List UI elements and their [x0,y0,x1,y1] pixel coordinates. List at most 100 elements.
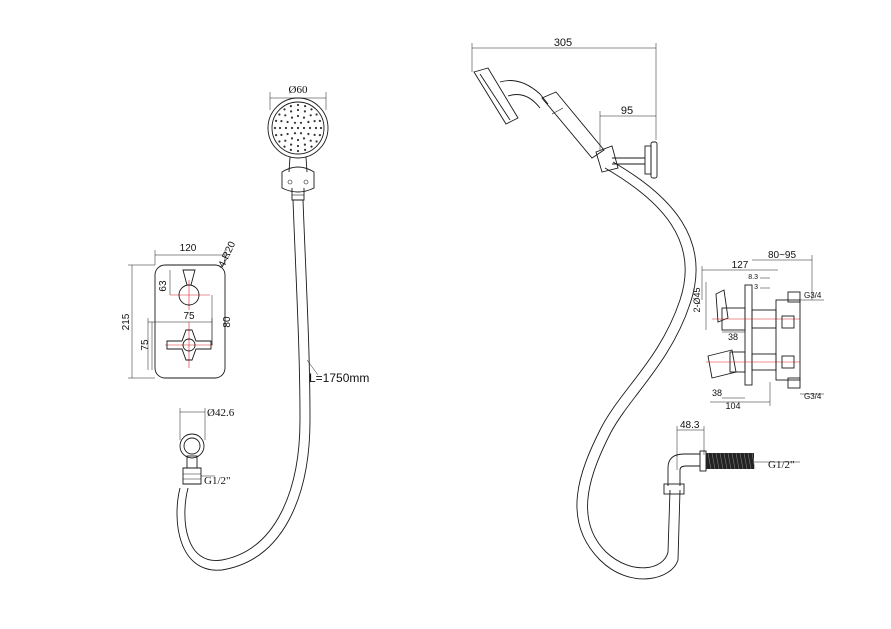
side-wall-plate [744,284,753,386]
hose-side-inner [587,161,697,569]
elbow-diameter-label: Ø42.6 [207,407,235,419]
g34-top-label: G3/4 [804,291,822,300]
nozzle-dot [290,126,294,130]
nozzle-dot [310,145,313,148]
nozzle-dot [290,116,294,119]
hose-nut [182,467,202,485]
lower-offset-label: 75 [140,339,151,351]
nozzle-dot [296,144,300,148]
nozzle-dot [284,114,287,117]
thread-hatch-line [707,452,712,470]
bracket-reach-label: 95 [621,105,633,117]
nozzle-dot [302,116,306,119]
corner-radius-label: 4-R20 [217,240,239,270]
nozzle-dot [275,134,278,137]
nozzle-dot [275,119,278,122]
nozzle-dot [296,138,300,142]
valve-plate-front: 120 4-R20 215 63 80 75 75 [121,240,239,379]
nozzle-dot [309,114,312,117]
depth-127-label: 127 [732,260,749,271]
outlet-nut [663,483,685,495]
thread-hatch-line [719,452,724,470]
nozzle-dot [313,133,316,136]
dim-104-label: 104 [725,401,740,411]
nozzle-dot [315,113,318,116]
nozzle-dot [303,143,306,146]
elbow-thread-label: G1/2" [204,475,231,487]
nozzle-dot [307,132,310,136]
nozzle-dot [296,108,300,112]
nozzle-dot [310,108,313,111]
nozzle-dot [299,132,303,135]
thread-hatch-line [727,452,732,470]
thread-hatch-line [743,452,748,470]
thread-hatch-line [735,452,740,470]
nozzle-dot [299,121,303,124]
g34-bottom-label: G3/4 [804,392,822,401]
nozzle-dot [314,126,318,130]
thread-hatch-line [711,452,716,470]
thread-hatch-line [739,452,744,470]
nozzle-dot [284,139,287,142]
wall-elbow-front: Ø42.6 G1/2" [179,407,235,487]
nozzle-dot [293,121,297,124]
nozzle-dot [283,145,286,148]
nozzle-dot [289,105,292,108]
nozzle-dot [308,126,312,130]
handle-spacing-label: 80 [222,316,233,328]
side-bracket-holder [595,145,619,173]
nozzle-dot [318,119,321,122]
hand-shower-front: Ø60 L=1750mm [176,84,369,571]
handle-span-label: 75 [183,311,195,322]
nozzle-dot [296,103,300,107]
handle-body [541,91,605,159]
nozzle-dot [293,132,297,135]
nozzle-dot [303,110,306,113]
dim-8-3-label: 8.3 [748,274,758,281]
plate-width-label: 120 [180,243,197,254]
nozzle-dot [304,105,307,108]
nozzle-dot [273,126,277,130]
thread-hatch-line [715,452,720,470]
nozzle-dot [283,108,286,111]
thread-hatch-line [723,452,728,470]
nozzle-dot [286,132,289,136]
shower-head [267,97,329,159]
nozzle-dot [315,140,318,143]
upper-lever-handle [182,269,196,286]
valve-plate [154,264,226,379]
nozzle-dot [309,139,312,142]
total-reach-label: 305 [554,37,572,49]
thread-hatch-line [731,452,736,470]
wall-outlet-side: 48.3 G1/2" [663,420,800,495]
nozzle-dot [319,126,323,130]
nozzle-dot [280,133,283,136]
dim-3-label: 3 [754,284,758,291]
nozzle-dot [278,140,281,143]
nozzle-dot [296,126,300,130]
outlet-dim-label: 48.3 [680,420,700,431]
nozzle-dot [289,148,292,151]
nozzle-dot [307,120,310,124]
nozzle-dot [290,137,294,140]
hand-shower-side: 305 95 [471,37,697,580]
nozzle-dot [290,143,293,146]
nozzle-pattern [273,103,323,153]
head-neck [499,80,549,105]
nozzle-dot [296,114,300,118]
hose-side-outer [576,167,686,580]
nozzle-dot [278,113,281,116]
nozzle-dot [280,120,283,123]
head-diameter-label: Ø60 [289,84,308,96]
nozzle-dot [302,137,306,140]
wall-mount-disc [650,141,658,179]
nozzle-dot [318,134,321,137]
nozzle-dot [296,149,300,153]
nozzle-dot [284,126,288,130]
plate-height-label: 215 [121,313,132,330]
dim-38-bottom-label: 38 [712,388,722,398]
hose-line-inner [176,199,311,571]
nozzle-dot [290,110,293,113]
hose-length-label: L=1750mm [309,371,369,385]
